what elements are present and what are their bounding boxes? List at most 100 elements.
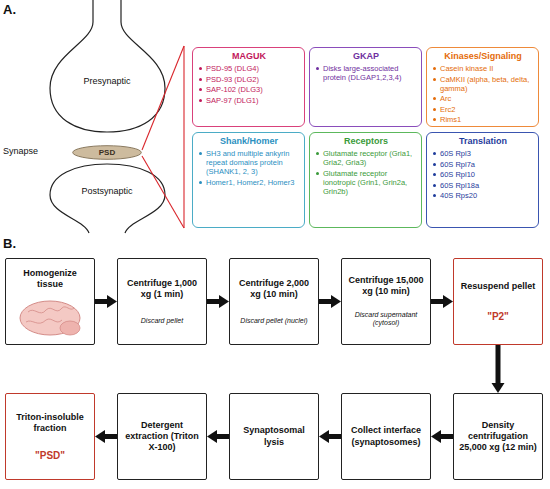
protein-row: Rims1 (432, 115, 534, 124)
bullet-dot (433, 118, 436, 121)
bullet-dot (433, 108, 436, 111)
protein-item: Casein kinase II (440, 64, 493, 73)
protein-row: Disks large-associated protein (DLGAP1,2… (315, 64, 417, 82)
arrow-shaft (95, 299, 108, 304)
protein-item: 40S Rps20 (440, 191, 477, 200)
process-box: Centrifuge 2,000 xg (10 min) Discard pell… (229, 258, 319, 345)
flow-arrow (431, 430, 453, 443)
protein-row: Glutamate receptor ionotropic (Grin1, Gr… (315, 169, 417, 196)
step-title: Synaptosomal lysis (234, 425, 314, 448)
process-box: Density centrifugation 25,000 xg (12 min… (453, 393, 543, 480)
bullet-dot (433, 67, 436, 70)
step-title: Detergent extraction (Triton X-100) (122, 420, 202, 454)
step-note: Discard pellet (141, 317, 183, 325)
protein-category-box: Kinases/SignalingCasein kinase II CaMKII … (426, 47, 539, 127)
flow-arrow (492, 345, 505, 393)
protein-item: Erc2 (440, 105, 455, 114)
protein-item: SAP-102 (DLG3) (206, 85, 263, 94)
protein-item: Disks large-associated protein (DLGAP1,2… (323, 64, 417, 82)
arrow-head (443, 295, 453, 308)
protein-row: 60S Rpl3 (432, 149, 534, 158)
arrow-head (492, 383, 505, 393)
protein-item: Homer1, Homer2, Homer3 (206, 178, 294, 187)
bullet-dot (199, 88, 202, 91)
protein-item: 60S Rpl18a (440, 181, 479, 190)
protein-row: Casein kinase II (432, 64, 534, 73)
protein-row: 60S Rpl10 (432, 170, 534, 179)
bullet-dot (199, 99, 202, 102)
protein-item: CaMKII (alpha, beta, delta, gamma) (440, 75, 534, 93)
bullet-dot (433, 152, 436, 155)
protein-row: Glutamate receptor (Gria1, Gria2, Gria3) (315, 149, 417, 167)
step-title: Triton-insoluble fraction (10, 412, 90, 435)
protein-item: Glutamate receptor (Gria1, Gria2, Gria3) (323, 149, 417, 167)
process-box: Synaptosomal lysis (229, 393, 319, 480)
arrow-head (219, 295, 229, 308)
bullet-dot (199, 78, 202, 81)
protein-item: Glutamate receptor ionotropic (Grin1, Gr… (323, 169, 417, 196)
illustration-label: Presynaptic (57, 76, 157, 86)
process-box: Centrifuge 15,000 xg (10 min)Discard sup… (341, 258, 431, 345)
arrow-shaft (431, 299, 444, 304)
step-title: Density centrifugation 25,000 xg (12 min… (458, 420, 538, 454)
arrow-head (331, 295, 341, 308)
flow-arrow (431, 295, 453, 308)
step-title: Homogenize tissue (10, 268, 90, 291)
structure-label: PSD (99, 148, 115, 157)
bullet-dot (316, 67, 319, 70)
arrow-shaft (207, 299, 220, 304)
process-box: Triton-insoluble fraction "PSD" (5, 393, 95, 480)
flow-arrow (95, 430, 117, 443)
arrow-shaft (440, 434, 453, 439)
protein-row: 60S Rpl18a (432, 181, 534, 190)
bullet-dot (433, 194, 436, 197)
flow-arrow (207, 430, 229, 443)
fraction-name: "P2" (487, 311, 509, 322)
protein-row: PSD-93 (DLG2) (198, 75, 300, 84)
process-box: Detergent extraction (Triton X-100) (117, 393, 207, 480)
process-box: Collect interface (synaptosomes) (341, 393, 431, 480)
protein-item: PSD-93 (DLG2) (206, 75, 259, 84)
step-title: Centrifuge 15,000 xg (10 min) (346, 275, 426, 298)
protein-row: SAP-102 (DLG3) (198, 85, 300, 94)
arrow-shaft (319, 299, 332, 304)
panel-letter: B. (3, 236, 16, 251)
flow-arrow (319, 295, 341, 308)
protein-row: Arc (432, 94, 534, 103)
brain-drawing (20, 301, 80, 335)
protein-item: 60S Rpl3 (440, 149, 471, 158)
protein-item: Arc (440, 94, 451, 103)
category-heading: Receptors (315, 136, 417, 146)
process-box: Centrifuge 1,000 xg (1 min)Discard pelle… (117, 258, 207, 345)
flow-arrow (207, 295, 229, 308)
bullet-dot (199, 181, 202, 184)
bullet-dot (433, 173, 436, 176)
presynaptic-terminal (50, 0, 165, 132)
arrow-head (95, 430, 105, 443)
protein-item: SH3 and multiple ankyrin repeat domains … (206, 149, 300, 176)
step-title: Collect interface (synaptosomes) (346, 425, 426, 448)
protein-row: PSD-95 (DLG4) (198, 64, 300, 73)
step-title: Resuspend pellet (461, 281, 536, 292)
category-heading: Translation (432, 136, 534, 146)
category-heading: GKAP (315, 51, 417, 61)
protein-item: SAP-97 (DLG1) (206, 96, 259, 105)
arrow-shaft (104, 434, 117, 439)
fraction-name: "PSD" (35, 450, 65, 461)
arrow-shaft (216, 434, 229, 439)
bullet-dot (433, 163, 436, 166)
step-title: Centrifuge 2,000 xg (10 min) (234, 278, 314, 301)
zoom-line (142, 156, 184, 228)
protein-row: SAP-97 (DLG1) (198, 96, 300, 105)
step-note: Discard pellet (nuclei) (240, 317, 307, 325)
protein-item: Rims1 (440, 115, 461, 124)
bullet-dot (433, 184, 436, 187)
zoom-bracket (183, 46, 184, 228)
bullet-dot (433, 78, 436, 81)
category-heading: MAGUK (198, 51, 300, 61)
bullet-dot (433, 97, 436, 100)
category-heading: Kinases/Signaling (432, 51, 534, 61)
arrow-head (319, 430, 329, 443)
protein-row: SH3 and multiple ankyrin repeat domains … (198, 149, 300, 176)
protein-category-box: Shank/HomerSH3 and multiple ankyrin repe… (192, 132, 305, 228)
